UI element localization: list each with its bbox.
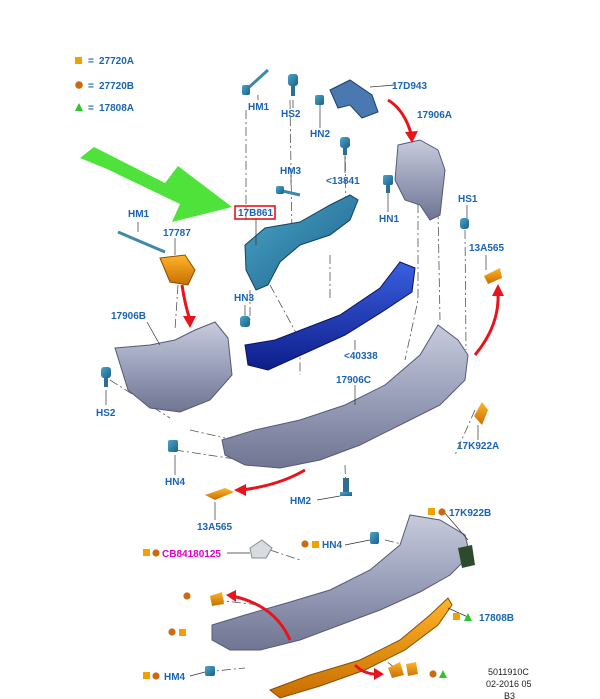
reflector-13a565-bottom [205, 488, 234, 500]
hs1-clip [460, 218, 469, 229]
legend-item-17808a-dash: = [88, 103, 94, 114]
marker-circle-17k922b [438, 508, 446, 516]
label-17b861: 17B861 [238, 208, 273, 219]
bracket-17906b [114, 321, 233, 413]
label-17k922a: 17K922A [457, 441, 499, 452]
bracket-17906a [394, 139, 446, 221]
green-pointer-arrow [80, 147, 232, 222]
marker-circle-hm4 [152, 672, 160, 680]
bracket-17d943 [329, 79, 379, 119]
label-hn2: HN2 [310, 129, 330, 140]
marker-circle-bottom-bracket [429, 670, 437, 678]
hm2-screw [340, 478, 352, 496]
part-labels: HM1 HS2 HN2 17D943 17906A <13841 HM3 17B… [96, 81, 514, 683]
label-13a565-right: 13A565 [469, 243, 504, 254]
label-17787: 17787 [163, 228, 191, 239]
small-bracket-lower [210, 592, 224, 606]
marker-circle-hn4-lower [301, 540, 309, 548]
label-17906a: 17906A [417, 110, 452, 121]
hn1-nut [383, 175, 393, 193]
bracket-17787 [117, 230, 196, 286]
marker-square-cb84180125 [143, 549, 150, 556]
label-hs2-top: HS2 [281, 109, 301, 120]
label-17d943: 17D943 [392, 81, 427, 92]
label-40338: <40338 [344, 351, 378, 362]
marker-square-hm4 [143, 672, 150, 679]
legend-item-27720b-dash: = [88, 81, 94, 92]
marker-triangle-17808b [464, 613, 472, 621]
label-17k922b: 17K922B [449, 508, 491, 519]
marker-circle-cb84180125 [152, 549, 160, 557]
label-hm2: HM2 [290, 496, 312, 507]
legend-triangle-marker [75, 103, 83, 111]
marker-square-17k922b [428, 508, 435, 515]
reflector-13a565-right [484, 268, 502, 284]
legend: = 27720A = 27720B = 17808A [75, 56, 134, 114]
legend-item-27720a-dash: = [88, 56, 94, 67]
legend-code-27720a: 27720A [99, 56, 134, 67]
lower-trim-17808b [269, 597, 453, 699]
legend-square-marker [75, 57, 82, 64]
bracket-17b861 [244, 194, 359, 291]
label-hn3: HN3 [234, 293, 254, 304]
bottom-bracket-pieces [388, 662, 418, 678]
hs2-left-clip [101, 367, 111, 387]
legend-circle-marker [75, 81, 83, 89]
label-hn4-top: HN4 [165, 477, 185, 488]
impact-beam-40338 [244, 261, 416, 371]
hm3-screw [276, 186, 301, 197]
label-13a565-bottom: 13A565 [197, 522, 232, 533]
legend-code-17808a: 17808A [99, 103, 134, 114]
marker-square-lower-mid [179, 629, 186, 636]
hm4-screw [205, 666, 215, 676]
highlight-box-17b861 [234, 205, 276, 220]
drawing-date: 02-2016 05 [486, 679, 532, 689]
marker-triangle-bottom-bracket [439, 670, 447, 678]
label-cb84180125: CB84180125 [162, 549, 221, 560]
marker-circle-lower-bracket [183, 592, 191, 600]
label-hn4-lower: HN4 [322, 540, 342, 551]
hs2-top-clip [288, 74, 298, 96]
clip-13841 [340, 137, 350, 155]
hn3-nut [240, 316, 250, 327]
label-hm1-left: HM1 [128, 209, 150, 220]
hm1-top-screw [242, 68, 270, 95]
label-hs1: HS1 [458, 194, 478, 205]
drawing-sheet: B3 [504, 691, 515, 699]
marker-circle-lower-mid [168, 628, 176, 636]
hn2-nut [315, 95, 324, 105]
sensor-cb84180125 [249, 539, 273, 559]
drawing-reference: 5011910C 02-2016 05 B3 [486, 667, 532, 699]
red-arrows [180, 98, 504, 680]
label-hm3: HM3 [280, 166, 302, 177]
label-17906c: 17906C [336, 375, 371, 386]
label-hs2-left: HS2 [96, 408, 116, 419]
label-hm4: HM4 [164, 672, 186, 683]
bumper-cover-17906c [221, 324, 469, 469]
hn4-top-nut [168, 440, 178, 452]
hn4-lower-nut [370, 532, 379, 544]
label-17906b: 17906B [111, 311, 146, 322]
lamp-17k922b [458, 545, 475, 568]
label-13841: <13841 [326, 176, 360, 187]
reflector-17k922a [474, 402, 488, 425]
drawing-number: 5011910C [488, 667, 529, 677]
label-17808b: 17808B [479, 613, 514, 624]
legend-code-27720b: 27720B [99, 81, 134, 92]
marker-square-17808b [453, 613, 460, 620]
label-hm1-top: HM1 [248, 102, 270, 113]
marker-square-hn4-lower [312, 541, 319, 548]
label-hn1: HN1 [379, 214, 399, 225]
